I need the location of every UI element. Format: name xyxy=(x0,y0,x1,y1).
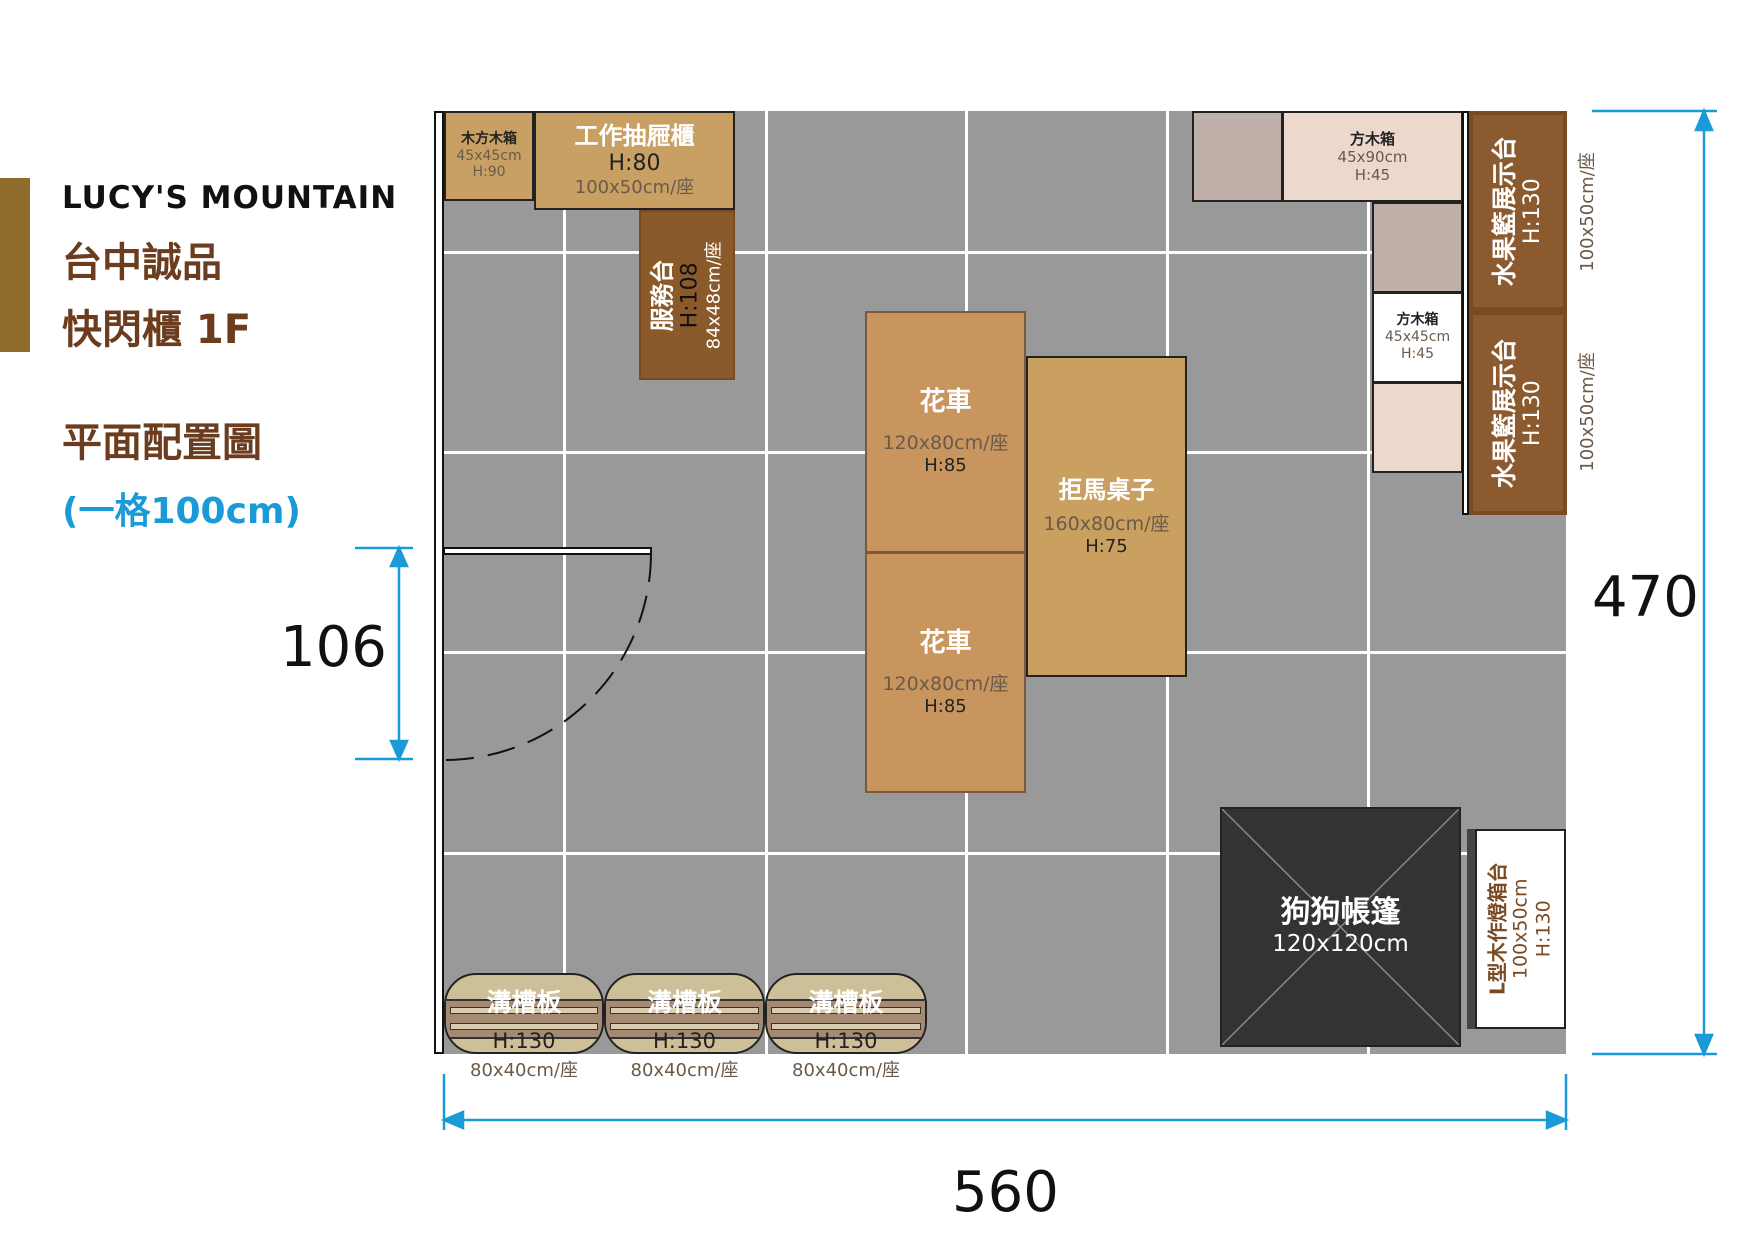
width-label: 560 xyxy=(952,1160,1059,1225)
brand-name: LUCY'S MOUNTAIN xyxy=(62,180,398,216)
item-size: 120x80cm/座 xyxy=(882,432,1009,455)
item-label: 拒馬桌子 xyxy=(1058,475,1155,504)
item-height: H:80 xyxy=(608,150,661,176)
item-height: H:45 xyxy=(1400,345,1435,362)
door-swing-arc xyxy=(443,553,652,761)
item-label: 花車 xyxy=(919,387,972,418)
box-pink-side xyxy=(1372,382,1463,473)
slot-board-1-size: 80x40cm/座 xyxy=(470,1060,578,1081)
item-label: 溝槽板 xyxy=(808,988,884,1017)
flower-cart-1: 花車 120x80cm/座 H:85 xyxy=(865,311,1026,553)
left-wall xyxy=(434,111,444,1054)
slot-board-3: 溝槽板 H:130 xyxy=(765,973,927,1054)
item-height: H:130 xyxy=(653,1029,716,1053)
item-size: 45x90cm xyxy=(1337,147,1408,166)
wood-box-small: 木方木箱 45x45cm H:90 xyxy=(444,111,534,201)
item-label: 工作抽屜櫃 xyxy=(574,122,695,151)
item-size: 120x120cm xyxy=(1272,931,1409,958)
tent-cross-lines xyxy=(1222,809,1459,1045)
item-label: 方木箱 xyxy=(1349,129,1395,148)
plan-title: 平面配置圖 xyxy=(62,420,262,466)
slot-board-2: 溝槽板 H:130 xyxy=(604,973,765,1054)
box-grey-top xyxy=(1192,111,1283,202)
slot-board-2-size: 80x40cm/座 xyxy=(630,1060,739,1081)
item-height: H:90 xyxy=(472,164,506,181)
light-box: L型木作燈箱台 100x50cm H:130 xyxy=(1475,829,1566,1029)
item-label: 狗狗帳篷 xyxy=(1280,895,1401,931)
item-height: H:45 xyxy=(1354,165,1391,184)
door-width-label: 106 xyxy=(280,615,387,680)
item-height: H:130 xyxy=(814,1029,878,1053)
service-counter: 服務台 H:108 84x48cm/座 xyxy=(639,210,735,380)
depth-dimension xyxy=(1592,107,1717,1058)
square-box-side: 方木箱 45x45cm H:45 xyxy=(1372,292,1463,383)
flower-cart-2: 花車 120x80cm/座 H:85 xyxy=(865,552,1026,793)
item-label: 溝槽板 xyxy=(646,988,722,1017)
slot-board-1: 溝槽板 H:130 xyxy=(444,973,604,1054)
item-label: 方木箱 xyxy=(1396,312,1439,329)
drawer-cabinet: 工作抽屜櫃 H:80 100x50cm/座 xyxy=(534,111,735,210)
item-size: 160x80cm/座 xyxy=(1043,512,1170,535)
door-dimension xyxy=(355,544,413,763)
item-height: H:75 xyxy=(1085,535,1128,557)
venue-title: 台中誠品 xyxy=(62,240,222,286)
dog-tent: 狗狗帳篷 120x120cm xyxy=(1220,807,1461,1047)
right-wall xyxy=(1462,111,1469,515)
fruit-stand-1: 水果籃展示台 H:130 xyxy=(1469,111,1567,311)
booth-title: 快閃櫃 1F xyxy=(62,307,252,353)
brand-bar xyxy=(0,178,30,352)
item-size: 45x45cm xyxy=(1384,329,1451,346)
item-label: 花車 xyxy=(919,627,972,658)
scale-note: (一格100cm) xyxy=(62,491,301,532)
item-label: 木方木箱 xyxy=(461,130,517,147)
item-size: 120x80cm/座 xyxy=(882,672,1009,695)
item-size: 45x45cm xyxy=(456,147,522,164)
light-box-strip xyxy=(1467,829,1476,1029)
item-label: 溝槽板 xyxy=(486,988,562,1017)
slot-board-3-size: 80x40cm/座 xyxy=(792,1060,900,1081)
fruit-stand-2: 水果籃展示台 H:130 xyxy=(1469,311,1567,515)
depth-label: 470 xyxy=(1592,565,1699,630)
item-height: H:85 xyxy=(924,695,967,717)
item-height: H:85 xyxy=(924,455,967,477)
item-height: H:130 xyxy=(492,1029,556,1053)
item-size: 100x50cm/座 xyxy=(574,177,695,199)
door-panel xyxy=(443,547,652,555)
square-box-top: 方木箱 45x90cm H:45 xyxy=(1282,111,1463,202)
width-dimension xyxy=(440,1074,1570,1130)
barrier-table: 拒馬桌子 160x80cm/座 H:75 xyxy=(1026,356,1187,677)
